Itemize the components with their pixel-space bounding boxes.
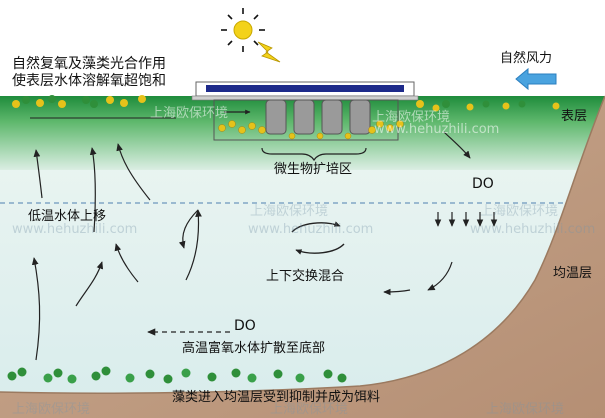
watermark-company: 上海欧保环境: [488, 16, 567, 31]
watermark-company: 上海欧保环境: [372, 110, 451, 125]
solar-panel-icon: [191, 81, 419, 101]
microbe-zone-label: 微生物扩培区: [274, 162, 353, 177]
watermark-company: 上海欧保环境: [6, 16, 85, 31]
algae-bottom-label: 藻类进入均温层受到抑制并成为饵料: [172, 390, 381, 405]
lake-bank: [0, 96, 605, 418]
isothermal-layer-label: 均温层: [553, 266, 593, 281]
cold-water-rise-label: 低温水体上移: [28, 209, 107, 224]
descending-arrows: [178, 131, 498, 296]
watermark-company: 上海欧保环境: [480, 204, 559, 219]
watermark-company: 上海欧保环境: [250, 204, 329, 219]
watermark-site: www.hehuzhili.com: [248, 222, 374, 237]
watermark-company: 上海欧保环境: [486, 402, 565, 417]
watermark-company: 上海欧保环境: [150, 106, 229, 121]
do-top-label: DO: [472, 176, 494, 192]
mixing-loop: [291, 221, 345, 255]
watermark-site: www.hehuzhili.com: [470, 222, 596, 237]
surface-reaeration-line1: 自然复氧及藻类光合作用: [12, 56, 166, 72]
lightning-icon: [257, 41, 281, 63]
watermark-site: www.hehuzhili.com: [12, 222, 138, 237]
natural-wind-label: 自然风力: [500, 51, 553, 66]
watermark-company: 上海欧保环境: [12, 402, 91, 417]
do-bottom-label: DO: [234, 318, 256, 334]
microbe-carriers: [265, 99, 371, 135]
watermark-site: www.hehuzhili.com: [374, 122, 500, 137]
oxygen-bubbles: [218, 120, 404, 140]
watermark-company: 上海欧保环境: [270, 16, 349, 31]
rising-arrows: [31, 143, 202, 361]
wind-arrow-icon: [515, 67, 557, 91]
surface-layer-label: 表层: [561, 109, 588, 124]
watermark-company: 上海欧保环境: [270, 402, 349, 417]
mixing-label: 上下交换混合: [266, 269, 345, 284]
surface-reaeration-line2: 使表层水体溶解氧超饱和: [12, 73, 166, 89]
bottom-algae: [7, 366, 347, 384]
bank-edge: [0, 95, 605, 394]
zone-brace: [261, 147, 367, 162]
warm-oxygen-spread-label: 高温富氧水体扩散至底部: [182, 341, 326, 356]
surface-algae: [12, 95, 560, 112]
sun-icon: [221, 8, 265, 52]
